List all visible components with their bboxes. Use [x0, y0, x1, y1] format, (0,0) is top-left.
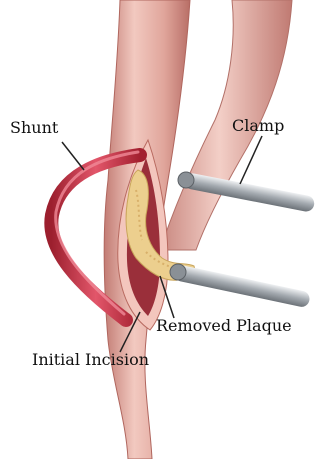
label-shunt: Shunt: [10, 120, 58, 136]
label-initial-incision: Initial Incision: [32, 352, 149, 368]
label-removed-plaque: Removed Plaque: [156, 318, 292, 334]
shunt-leader-line: [62, 142, 84, 170]
clamp-lower: [170, 264, 311, 308]
label-clamp: Clamp: [232, 118, 284, 134]
